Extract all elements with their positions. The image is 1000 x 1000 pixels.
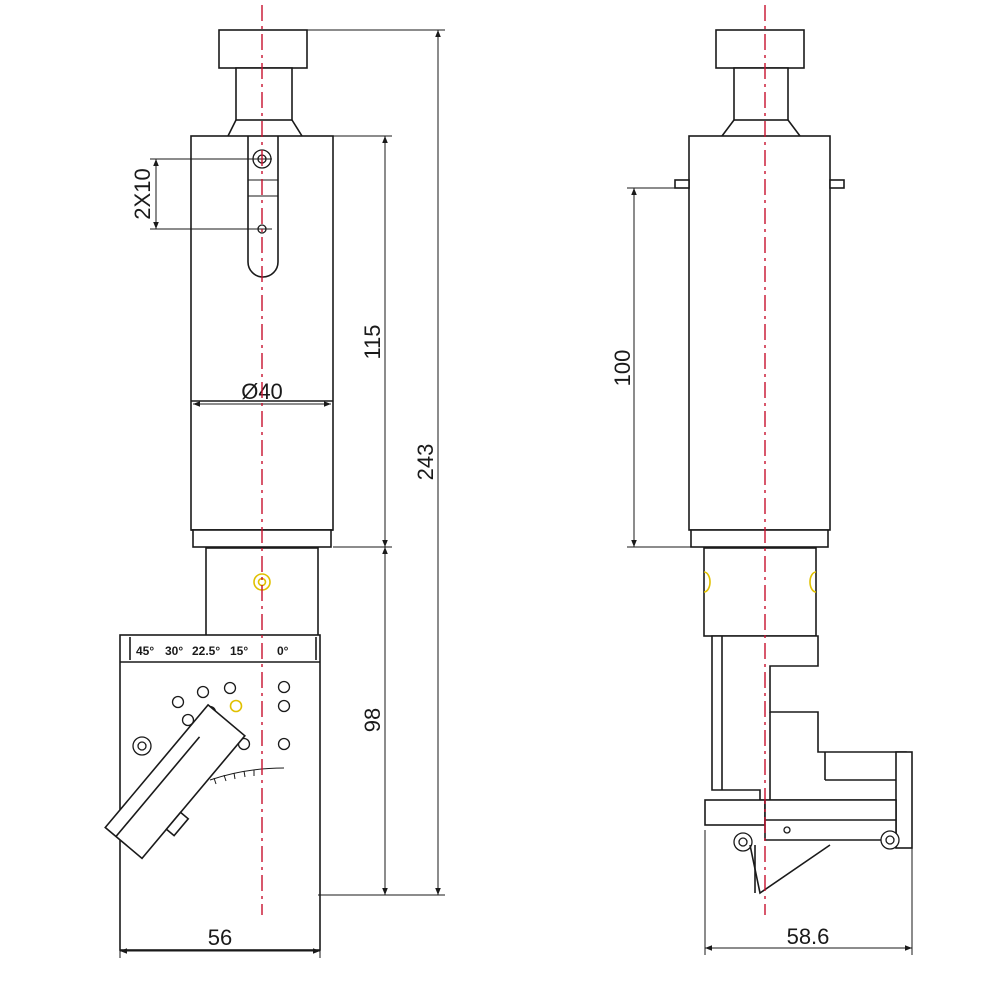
neck: [235, 67, 293, 121]
side-bottom-ring: [690, 529, 829, 548]
front-view: 45° 30° 22.5° 15° 0°: [104, 5, 445, 958]
angle-arc: [209, 767, 285, 781]
side-top-knob: [715, 29, 805, 69]
dim-width-label: 56: [208, 925, 232, 950]
angle-scale: 45° 30° 22.5° 15° 0°: [136, 644, 289, 658]
side-main-body: [688, 135, 831, 531]
neck-chamfer: [227, 119, 303, 137]
angle-label-22-5: 22.5°: [192, 644, 220, 658]
top-knob: [218, 29, 308, 69]
dim-slot-label: 2X10: [130, 168, 155, 219]
side-neck: [733, 67, 789, 121]
dim-width: 56: [119, 925, 321, 958]
dim-lower-height-label: 98: [360, 708, 385, 732]
side-collar: [703, 547, 817, 637]
dim-body-height-label: 115: [360, 324, 385, 359]
angle-label-45: 45°: [136, 644, 154, 658]
dim-slot: 2X10: [130, 158, 272, 230]
side-dim-width: 58.6: [704, 830, 913, 955]
side-tab-left: [674, 179, 690, 189]
angle-label-30: 30°: [165, 644, 183, 658]
dim-total-height: 243: [307, 29, 445, 896]
adjustment-slot: [247, 136, 279, 278]
angle-label-0: 0°: [277, 644, 289, 658]
side-dim-body-height: 100: [610, 187, 691, 548]
angle-label-15: 15°: [230, 644, 248, 658]
side-blade: [749, 844, 831, 895]
side-view: 100 58.6: [610, 5, 913, 955]
dim-total-height-label: 243: [413, 444, 438, 481]
side-tab-right: [829, 179, 845, 189]
side-dim-body-height-label: 100: [610, 350, 635, 387]
side-bracket: [711, 635, 907, 801]
tilt-arm: [104, 703, 246, 860]
side-dim-width-label: 58.6: [787, 924, 830, 949]
dim-lower-height: 98: [318, 547, 392, 896]
dim-body-height: 115: [333, 135, 392, 548]
